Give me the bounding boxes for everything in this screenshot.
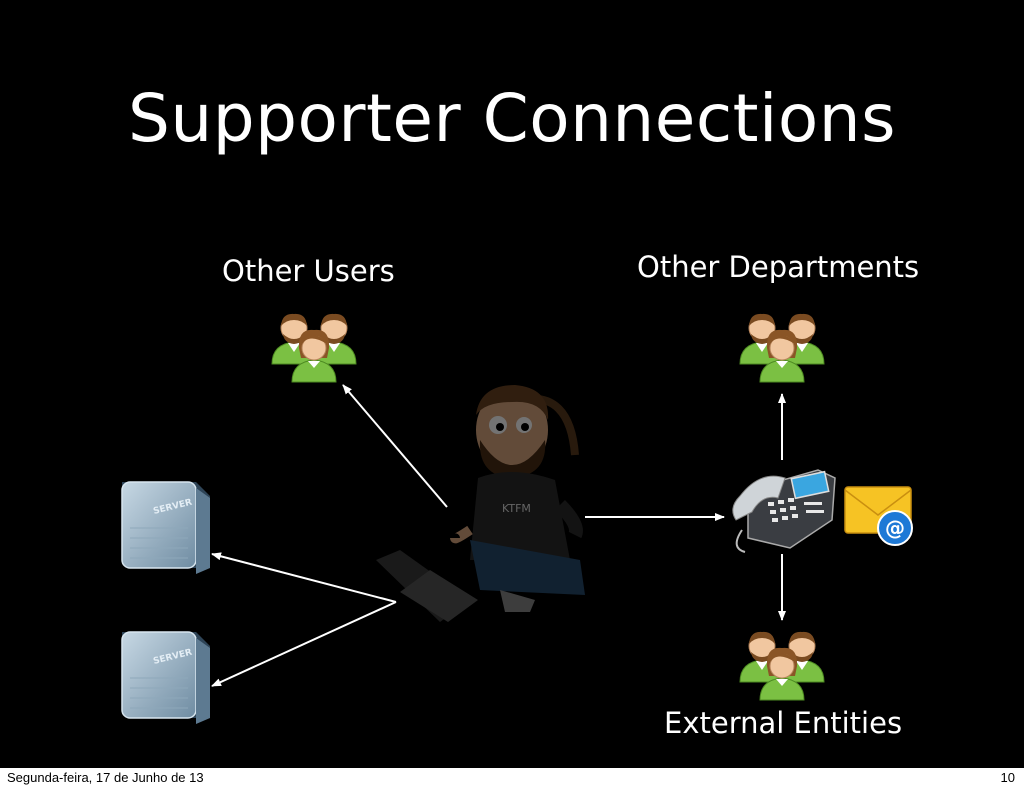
label-external-entities: External Entities [664, 706, 903, 740]
footer-bar: Segunda-feira, 17 de Junho de 13 10 [0, 768, 1024, 788]
slide: Supporter Connections Other Users Other … [0, 0, 1024, 768]
arrow-to-server-bottom [211, 601, 397, 687]
email-icon: @ [844, 486, 913, 546]
page-number: 10 [1000, 770, 1015, 785]
slide-title: Supporter Connections [128, 80, 896, 157]
svg-text:KTFM: KTFM [502, 502, 531, 515]
user-group-icon [272, 314, 356, 382]
arrow-to-other-users [342, 384, 448, 508]
svg-text:@: @ [885, 516, 905, 540]
server-icon [121, 481, 211, 575]
user-group-icon [740, 314, 824, 382]
user-group-icon [740, 632, 824, 700]
arrow-to-server-top [211, 552, 397, 603]
label-other-departments: Other Departments [637, 250, 920, 284]
connections-diagram: SERVER KTFM [121, 0, 913, 725]
footer-date: Segunda-feira, 17 de Junho de 13 [7, 770, 204, 785]
label-other-users: Other Users [222, 254, 395, 288]
supporter-icon: KTFM [376, 385, 585, 622]
server-icon [121, 631, 211, 725]
desk-phone-icon [732, 469, 836, 553]
